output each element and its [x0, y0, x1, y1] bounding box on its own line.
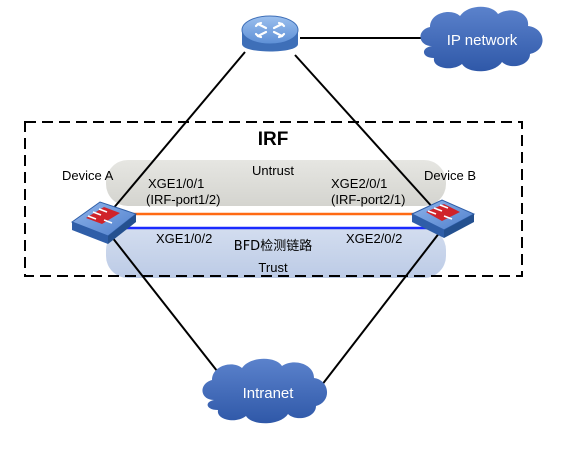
device-a-label: Device A [62, 168, 114, 183]
trust-zone-label: Trust [258, 260, 288, 275]
bfd-link-label: BFD检测链路 [234, 238, 312, 254]
link-router-device-a [111, 51, 246, 211]
device-a-irf-port-group-label: (IRF-port1/2) [146, 192, 220, 207]
untrust-zone [106, 160, 446, 206]
untrust-zone-label: Untrust [252, 163, 294, 178]
irf-boundary [24, 121, 523, 277]
irf-title: IRF [258, 129, 289, 150]
link-device-a-intranet [107, 231, 233, 391]
device-a-irf-port-label: XGE1/0/1 [148, 176, 204, 191]
device-b-switch-icon [410, 199, 476, 238]
device-a-bfd-port-label: XGE1/0/2 [156, 231, 212, 246]
router-icon [241, 15, 299, 52]
device-b-irf-port-group-label: (IRF-port2/1) [331, 192, 405, 207]
ip-network-cloud: IP network [420, 6, 543, 72]
device-b-label: Device B [424, 168, 476, 183]
intranet-label: Intranet [243, 385, 295, 402]
device-b-irf-port-label: XGE2/0/1 [331, 176, 387, 191]
device-a-switch-icon [70, 201, 138, 244]
ip-network-label: IP network [447, 32, 518, 49]
device-b-bfd-port-label: XGE2/0/2 [346, 231, 402, 246]
trust-zone [106, 228, 446, 278]
link-router-device-b [294, 54, 436, 211]
intranet-cloud: Intranet [202, 358, 328, 424]
link-device-b-intranet [317, 231, 441, 391]
